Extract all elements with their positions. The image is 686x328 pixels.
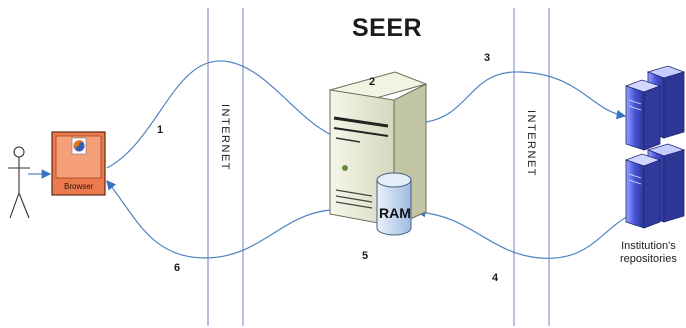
ram-cylinder-icon: [376, 172, 412, 236]
repository-servers-icon: [624, 65, 686, 229]
flow-arrow-6: [106, 180, 331, 259]
browser-label: Browser: [64, 182, 94, 191]
step-label-2: 2: [369, 76, 376, 88]
step-label-5: 5: [362, 250, 369, 262]
step-label-3: 3: [484, 52, 491, 64]
step-label-4: 4: [492, 272, 499, 284]
internet-boundary-right: [513, 8, 550, 326]
diagram-title: SEER: [352, 14, 423, 42]
ram-label: RAM: [379, 205, 411, 221]
flow-arrow-4: [415, 207, 633, 259]
repositories-label-line-1: Institution's: [621, 240, 676, 252]
internet-boundary-left: [207, 8, 244, 326]
repositories-label: Institution's repositories: [620, 240, 677, 266]
flow-arrow-1: [106, 60, 352, 169]
user-stick-figure-icon: [8, 146, 30, 219]
flow-arrow-3: [425, 71, 627, 123]
internet-label-right: INTERNET: [525, 110, 537, 177]
step-label-1: 1: [157, 124, 164, 136]
step-label-6: 6: [174, 262, 181, 274]
browser-firefox-icon: [71, 137, 87, 155]
repositories-label-line-2: repositories: [620, 253, 677, 265]
internet-label-left: INTERNET: [219, 104, 231, 171]
